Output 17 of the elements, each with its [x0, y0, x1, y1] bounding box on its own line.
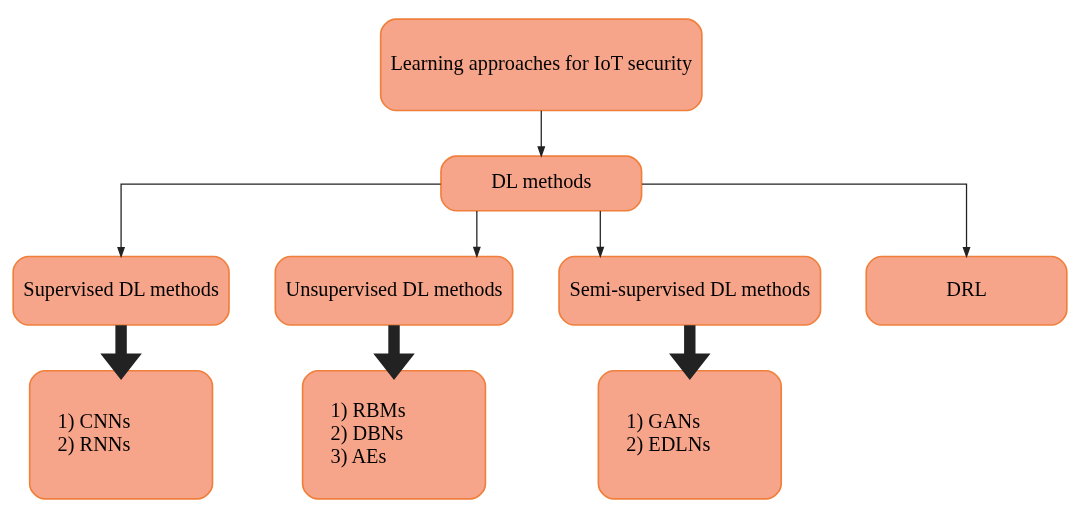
node-box: 1) GANs 2) EDLNs: [597, 369, 782, 500]
arrow: [641, 182, 971, 258]
node-box: Supervised DL methods: [12, 255, 230, 326]
node-box: Unsupervised DL methods: [274, 255, 514, 326]
node-box: Semi-supervised DL methods: [558, 255, 822, 326]
node-box: DL methods: [440, 154, 643, 212]
arrow: [100, 324, 142, 380]
arrow: [537, 109, 546, 158]
arrow: [373, 324, 415, 380]
arrow: [472, 209, 481, 258]
arrow: [117, 182, 442, 258]
arrow: [596, 209, 605, 258]
node-box: 1) CNNs 2) RNNs: [28, 369, 214, 500]
node-box: DRL: [865, 255, 1068, 326]
node-box: 1) RBMs 2) DBNs 3) AEs: [301, 369, 487, 500]
node-box: Learning approaches for IoT security: [379, 17, 703, 111]
arrow: [669, 324, 711, 380]
